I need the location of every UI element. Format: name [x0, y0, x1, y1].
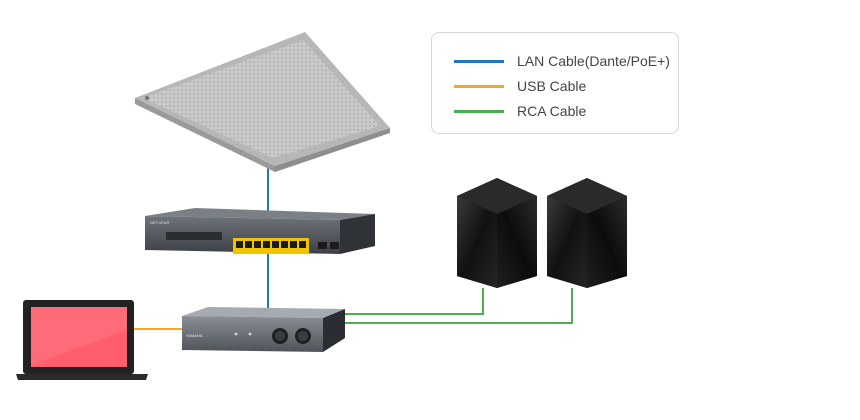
legend-label-lan: LAN Cable(Dante/PoE+) — [517, 53, 670, 69]
rca-cable-speaker-right — [345, 288, 573, 324]
legend-label-usb: USB Cable — [517, 78, 587, 94]
legend-item-rca: RCA Cable — [454, 101, 586, 121]
speaker-left — [457, 178, 537, 288]
rca-cable-swatch — [454, 109, 504, 113]
legend-label-rca: RCA Cable — [517, 103, 587, 119]
interface-brand: YAMAHA — [186, 333, 203, 338]
legend: LAN Cable(Dante/PoE+) USB Cable RCA Cabl… — [431, 32, 679, 134]
audio-interface: YAMAHA — [182, 307, 345, 352]
laptop — [16, 300, 148, 380]
legend-item-lan: LAN Cable(Dante/PoE+) — [454, 51, 670, 71]
speaker-right — [547, 178, 627, 288]
ceiling-microphone — [135, 32, 390, 172]
network-switch: NETGEAR — [145, 208, 375, 254]
rca-cable-speaker-left — [345, 288, 484, 315]
cables — [134, 160, 573, 330]
switch-led-panel — [166, 232, 222, 240]
lan-cable-swatch — [454, 59, 504, 63]
switch-brand: NETGEAR — [150, 220, 169, 225]
legend-item-usb: USB Cable — [454, 76, 586, 96]
usb-cable-swatch — [454, 84, 504, 88]
switch-poe-ports — [233, 238, 309, 254]
